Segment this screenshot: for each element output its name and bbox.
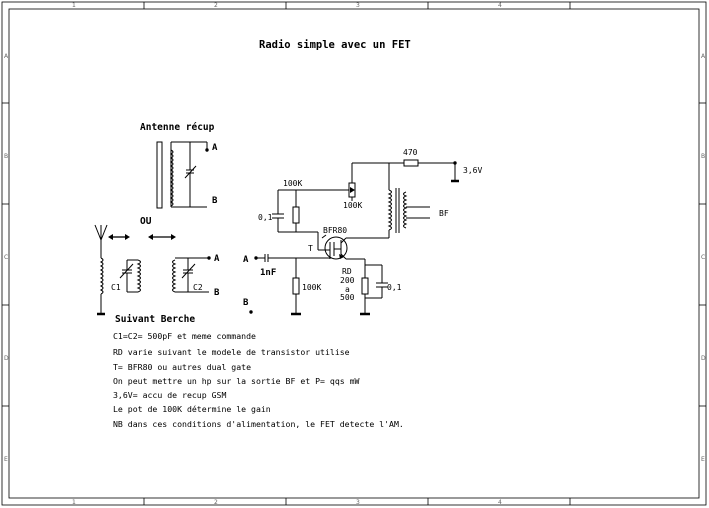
transistor-name-label: BFR80	[323, 226, 347, 235]
row-label-e-right: E	[701, 456, 705, 463]
row-label-e: E	[4, 456, 8, 463]
row-label-c: C	[4, 254, 8, 261]
resistor-470-label: 470	[403, 148, 418, 157]
cap-1nf-label: 1nF	[260, 268, 276, 278]
transistor-t-label: T	[308, 244, 313, 253]
page-title: Radio simple avec un FET	[259, 39, 411, 51]
tank-label-b: B	[214, 288, 220, 298]
col-label-4-bottom: 4	[498, 499, 502, 506]
row-label-b-right: B	[701, 153, 705, 160]
row-label-c-right: C	[701, 254, 705, 261]
row-label-a: A	[4, 53, 9, 60]
rd-value-min: 200	[340, 276, 355, 285]
berche-label: Suivant Berche	[115, 314, 195, 325]
note-line: NB dans ces conditions d'alimentation, l…	[113, 419, 404, 429]
note-line: 3,6V= accu de recup GSM	[113, 390, 226, 400]
resistor-100k-bottom-label: 100K	[302, 283, 321, 292]
col-label-1: 1	[72, 2, 76, 9]
wire-antenna	[94, 224, 108, 316]
row-label-b: B	[4, 153, 8, 160]
tank-circuit-c2	[172, 256, 211, 293]
ou-label: OU	[140, 216, 152, 227]
antenna-label-a: A	[212, 143, 218, 153]
col-label-2-bottom: 2	[214, 499, 218, 506]
rd-label: RD	[342, 267, 352, 276]
note-line: Le pot de 100K détermine le gain	[113, 404, 271, 414]
row-label-a-right: A	[701, 53, 706, 60]
pot-100k-label: 100K	[343, 201, 362, 210]
row-label-d-right: D	[701, 355, 706, 362]
circuit-wiring	[249, 159, 459, 316]
cap-left-label: 0,1	[258, 213, 273, 222]
note-line: T= BFR80 ou autres dual gate	[113, 362, 251, 372]
note-line: C1=C2= 500pF et meme commande	[113, 331, 256, 341]
frame-labels: 1 2 3 4 1 2 3 4 A B C D E A B C D E	[4, 2, 706, 506]
c2-label: C2	[193, 283, 203, 292]
ferrite-antenna	[156, 141, 209, 209]
tank-circuit-c1	[119, 259, 141, 293]
row-label-d: D	[4, 355, 9, 362]
supply-label: 3,6V	[463, 166, 482, 175]
cap-right-label: 0,1	[387, 283, 402, 292]
antenna-heading: Antenne récup	[140, 122, 215, 133]
rd-value-max: 500	[340, 293, 355, 302]
col-label-3-bottom: 3	[356, 499, 360, 506]
input-label-a: A	[243, 255, 249, 265]
col-label-3: 3	[356, 2, 360, 9]
col-label-1-bottom: 1	[72, 499, 76, 506]
bf-output-label: BF	[439, 209, 449, 218]
tank-label-a: A	[214, 254, 220, 264]
resistor-100k-top-label: 100K	[283, 179, 302, 188]
note-line: On peut mettre un hp sur la sortie BF et…	[113, 376, 360, 386]
transistor-symbol	[324, 236, 348, 260]
arrow-icon	[321, 187, 355, 239]
note-line: RD varie suivant le modele de transistor…	[113, 347, 350, 357]
double-arrow-icon	[108, 234, 176, 240]
col-label-4: 4	[498, 2, 502, 9]
input-label-b: B	[243, 298, 249, 308]
notes-block: C1=C2= 500pF et meme commande RD varie s…	[113, 331, 404, 429]
c1-label: C1	[111, 283, 121, 292]
antenna-label-b: B	[212, 196, 218, 206]
col-label-2: 2	[214, 2, 218, 9]
rd-value-a: a	[345, 285, 350, 294]
